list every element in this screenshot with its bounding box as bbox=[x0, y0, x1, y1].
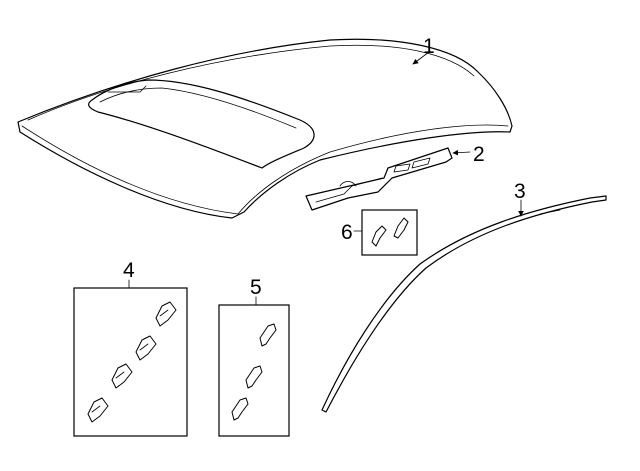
callout-number-3: 3 bbox=[514, 180, 526, 203]
roof-reinforcement: 2 bbox=[305, 143, 485, 211]
clip-box-4: 4 bbox=[73, 259, 188, 437]
callout-5: 5 bbox=[250, 276, 262, 306]
callout-number-5: 5 bbox=[250, 276, 262, 299]
callout-number-4: 4 bbox=[123, 259, 135, 282]
callout-number-1: 1 bbox=[423, 35, 435, 58]
callout-6: 6 bbox=[341, 221, 363, 244]
callout-4: 4 bbox=[123, 259, 135, 289]
callout-3: 3 bbox=[514, 180, 526, 217]
clip-4b bbox=[135, 335, 157, 361]
clip-box-5: 5 bbox=[218, 276, 290, 437]
clip-4d bbox=[87, 397, 109, 423]
clip-4c bbox=[111, 363, 133, 389]
clip-4a bbox=[155, 301, 177, 327]
roof-molding: 3 bbox=[321, 180, 607, 413]
roof-panel: 1 bbox=[17, 35, 513, 219]
callout-number-2: 2 bbox=[473, 143, 485, 166]
callout-number-6: 6 bbox=[341, 221, 353, 244]
clip-box-6: 6 bbox=[341, 209, 418, 256]
callout-1: 1 bbox=[412, 35, 435, 65]
callout-2: 2 bbox=[452, 143, 485, 166]
